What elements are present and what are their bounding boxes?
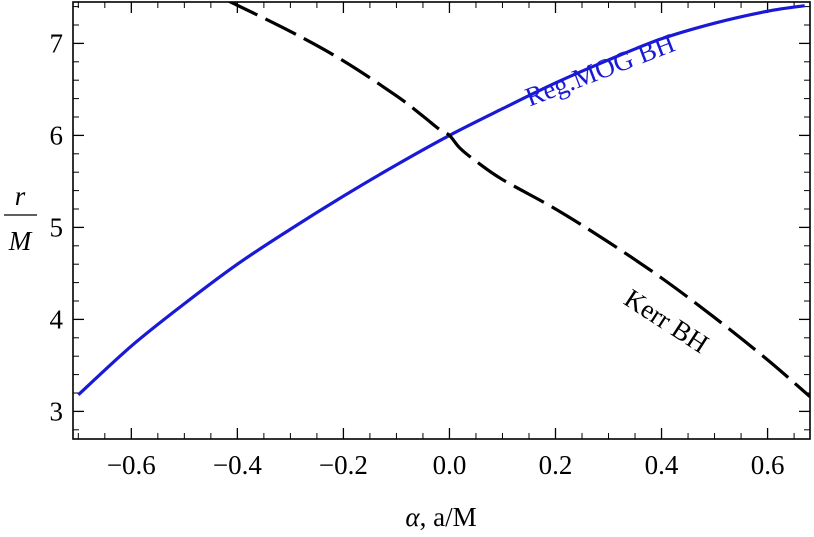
plot-frame — [72, 1, 811, 440]
x-tick-label: −0.6 — [107, 450, 156, 480]
x-tick-label: −0.2 — [319, 450, 368, 480]
annotations-group: Reg.MOG BH Kerr BH — [521, 28, 714, 359]
x-tick-label: −0.4 — [213, 450, 262, 480]
x-tick-label: 0.2 — [539, 450, 573, 480]
x-tick-label: 0.4 — [645, 450, 679, 480]
y-tick-label: 5 — [50, 212, 64, 242]
y-tick-label: 4 — [50, 304, 64, 334]
x-axis-label: α, a/M — [405, 502, 476, 532]
annotation-kerr-bh: Kerr BH — [619, 283, 714, 359]
annotation-reg-mog-bh: Reg.MOG BH — [521, 28, 679, 112]
x-axis-label-var: α — [405, 502, 420, 532]
series-line-reg-mog-bh — [77, 4, 805, 397]
y-axis-label-denominator: M — [8, 226, 33, 256]
x-tick-label: 0.0 — [433, 450, 467, 480]
series-line-kerr-bh — [226, 2, 810, 398]
series-group — [77, 2, 810, 398]
y-axis-label-numerator: r — [15, 181, 26, 211]
x-tick-label: 0.6 — [751, 450, 785, 480]
y-tick-label: 7 — [50, 28, 64, 58]
axis-ticks: −0.6 −0.4 −0.2 0.0 0.2 0.4 0.6 3 4 5 6 7 — [50, 2, 810, 480]
y-tick-label: 6 — [50, 120, 64, 150]
y-axis-label: r M — [4, 181, 37, 256]
y-tick-label: 3 — [50, 396, 64, 426]
x-axis-label-rest: , a/M — [420, 502, 477, 532]
